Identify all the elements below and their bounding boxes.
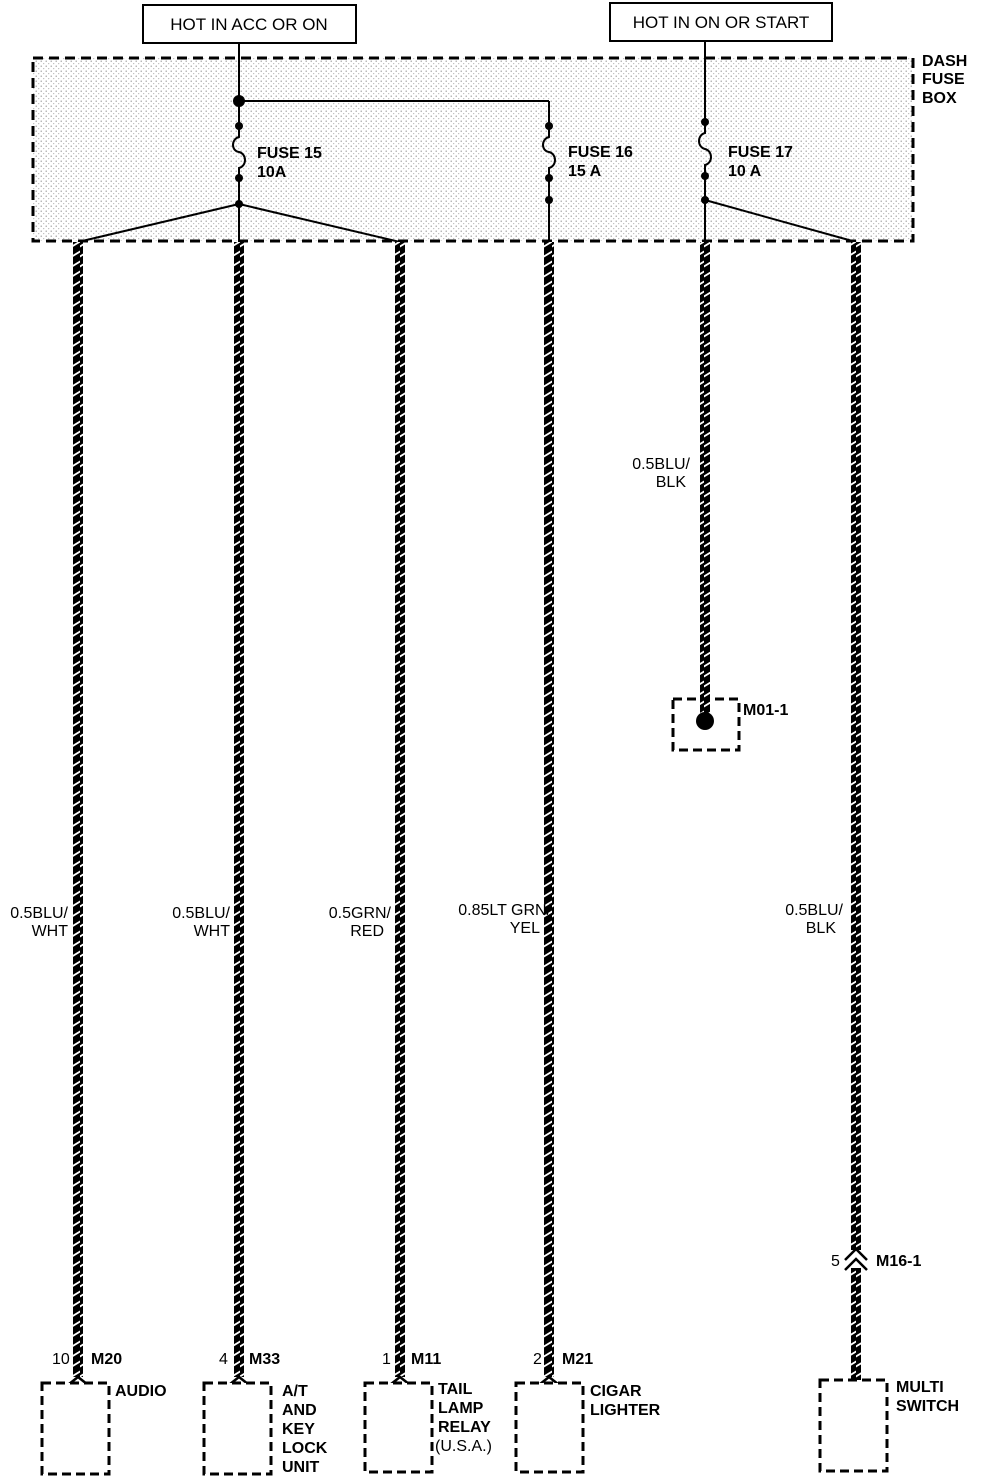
junction-dots	[233, 95, 709, 208]
inline-connector-pin: 5	[831, 1253, 840, 1270]
cigar-label-2: LIGHTER	[590, 1402, 661, 1419]
harness-wires	[73, 242, 861, 1380]
tail-label-4: (U.S.A.)	[435, 1438, 492, 1455]
fuse-17-name: FUSE 17	[728, 144, 793, 161]
fuse-16: FUSE 16 15 A	[568, 144, 633, 180]
at-key-label-5: UNIT	[282, 1459, 320, 1476]
wire-audio-label-1: 0.5BLU/	[10, 905, 68, 922]
inline-connector-name: M16-1	[876, 1253, 921, 1270]
wire-m01-label-2: BLK	[656, 474, 687, 491]
wire-cigar-label-2: YEL	[510, 920, 540, 937]
power-source-start-label: HOT IN ON OR START	[633, 13, 810, 32]
component-multi-switch: MULTI SWITCH	[818, 1378, 959, 1473]
wire-m01-label-1: 0.5BLU/	[632, 456, 690, 473]
component-tail-lamp-relay: 1 M11 TAIL LAMP RELAY (U.S.A.)	[363, 1351, 492, 1474]
fuse-box-label-line-3: BOX	[922, 90, 957, 107]
fuse-15-name: FUSE 15	[257, 145, 322, 162]
multi-label-2: SWITCH	[896, 1398, 959, 1415]
tail-label-1: TAIL	[438, 1381, 473, 1398]
at-key-pin: 4	[219, 1351, 228, 1368]
tail-pin: 1	[382, 1351, 391, 1368]
cigar-connector: M21	[562, 1351, 593, 1368]
inline-connector-m16-1: 5 M16-1	[831, 1247, 921, 1271]
tail-connector: M11	[411, 1351, 441, 1368]
tail-label-3: RELAY	[438, 1419, 491, 1436]
wire-cigar-lighter	[544, 242, 554, 1377]
audio-pin: 10	[52, 1351, 70, 1368]
wire-m01-1	[700, 242, 710, 717]
internal-wiring	[77, 41, 857, 243]
wire-at-key-label-1: 0.5BLU/	[172, 905, 230, 922]
fuse-15: FUSE 15 10A	[257, 145, 322, 181]
wire-multi-label-1: 0.5BLU/	[785, 902, 843, 919]
at-key-label-4: LOCK	[282, 1440, 328, 1457]
wire-labels: 0.5BLU/ WHT 0.5BLU/ WHT 0.5GRN/ RED 0.85…	[10, 456, 843, 940]
splice-label: M01-1	[743, 702, 788, 719]
wire-tail-label-1: 0.5GRN/	[329, 905, 392, 922]
wire-multi-switch-upper	[851, 242, 861, 1250]
cigar-pin: 2	[533, 1351, 542, 1368]
fuse-17-rating: 10 A	[728, 163, 762, 180]
at-key-label-2: AND	[282, 1402, 317, 1419]
fuse-15-rating: 10A	[257, 164, 287, 181]
wire-cigar-label-1: 0.85LT GRN/	[458, 902, 551, 919]
at-key-label-3: KEY	[282, 1421, 315, 1438]
at-key-connector: M33	[249, 1351, 280, 1368]
fuse-box-label-line-2: FUSE	[922, 71, 965, 88]
splice-m01-1: M01-1	[671, 690, 788, 752]
fuse-16-rating: 15 A	[568, 163, 602, 180]
wire-at-key-lock	[234, 242, 244, 1377]
wire-at-key-label-2: WHT	[194, 923, 231, 940]
component-audio: 10 M20 AUDIO	[40, 1351, 167, 1476]
power-source-acc-label: HOT IN ACC OR ON	[170, 15, 327, 34]
at-key-label-1: A/T	[282, 1383, 308, 1400]
wire-tail-lamp-relay	[395, 242, 405, 1377]
wire-multi-switch-lower	[851, 1268, 861, 1380]
fuse-17: FUSE 17 10 A	[728, 144, 793, 180]
multi-label-1: MULTI	[896, 1379, 944, 1396]
cigar-label-1: CIGAR	[590, 1383, 642, 1400]
component-at-key-lock-unit: 4 M33 A/T AND KEY LOCK UNIT	[202, 1351, 328, 1476]
wire-multi-label-2: BLK	[806, 920, 837, 937]
audio-connector: M20	[91, 1351, 122, 1368]
fuse-16-name: FUSE 16	[568, 144, 633, 161]
tail-label-2: LAMP	[438, 1400, 484, 1417]
audio-label-1: AUDIO	[115, 1383, 167, 1400]
wire-tail-label-2: RED	[350, 923, 384, 940]
fuse-box-label-line-1: DASH	[922, 53, 967, 70]
wire-audio	[73, 242, 83, 1377]
wire-audio-label-2: WHT	[32, 923, 69, 940]
component-cigar-lighter: 2 M21 CIGAR LIGHTER	[514, 1351, 661, 1474]
power-source-acc: HOT IN ACC OR ON	[142, 4, 357, 44]
dash-fuse-box: DASH FUSE BOX	[31, 53, 967, 243]
power-source-start: HOT IN ON OR START	[609, 2, 833, 42]
